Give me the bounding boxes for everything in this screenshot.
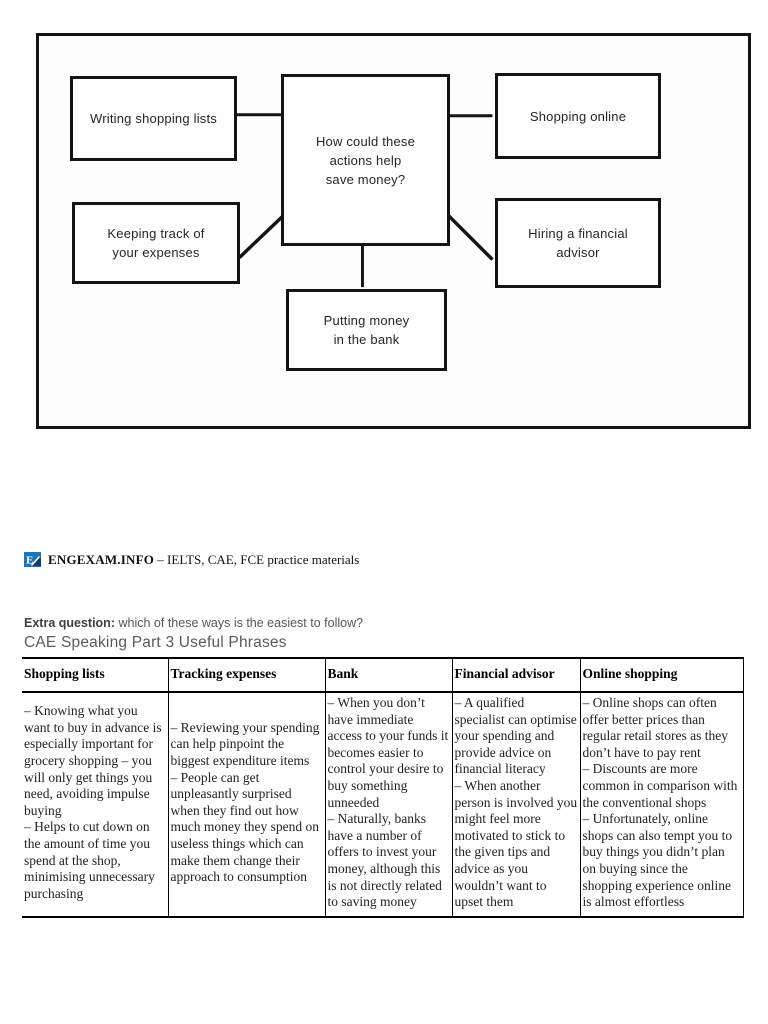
diagram-box-money-in-bank: Putting money in the bank — [286, 289, 447, 371]
extra-question: Extra question: which of these ways is t… — [24, 616, 363, 630]
column-header-online-shopping: Online shopping — [580, 658, 744, 693]
section-heading: CAE Speaking Part 3 Useful Phrases — [24, 634, 287, 651]
column-header-tracking-expenses: Tracking expenses — [168, 658, 326, 693]
cell-shopping-lists: – Knowing what you want to buy in advanc… — [22, 692, 169, 917]
cell-bank: – When you don’t have immediate access t… — [325, 692, 453, 917]
brand-name: ENGEXAM.INFO — [48, 552, 155, 567]
diagram-box-shopping-online: Shopping online — [495, 73, 661, 159]
table-header-row: Shopping lists Tracking expenses Bank Fi… — [22, 658, 744, 693]
column-header-shopping-lists: Shopping lists — [22, 658, 169, 693]
diagram-box-center-question: How could these actions help save money? — [281, 74, 450, 246]
diagram-connector-lines — [236, 113, 494, 288]
brand-tagline: – IELTS, CAE, FCE practice materials — [157, 552, 360, 567]
extra-question-text: which of these ways is the easiest to fo… — [118, 616, 364, 630]
table-body-row: – Knowing what you want to buy in advanc… — [22, 692, 744, 917]
column-header-financial-advisor: Financial advisor — [452, 658, 581, 693]
engexam-logo-icon: E — [24, 552, 41, 567]
brand-line: E ENGEXAM.INFO – IELTS, CAE, FCE practic… — [24, 552, 359, 570]
diagram-box-tracking-expenses: Keeping track of your expenses — [72, 202, 240, 284]
cell-online-shopping: – Online shops can often offer better pr… — [580, 692, 744, 917]
column-header-bank: Bank — [325, 658, 453, 693]
cell-financial-advisor: – A qualified specialist can optimise yo… — [452, 692, 581, 917]
diagram-box-writing-shopping-lists: Writing shopping lists — [70, 76, 237, 161]
useful-phrases-table: Shopping lists Tracking expenses Bank Fi… — [22, 657, 744, 918]
svg-text:E: E — [26, 555, 33, 567]
diagram-box-financial-advisor: Hiring a financial advisor — [495, 198, 661, 288]
extra-question-label: Extra question: — [24, 616, 115, 630]
cell-tracking-expenses: – Reviewing your spending can help pinpo… — [168, 692, 326, 917]
money-saving-diagram: Writing shopping lists How could these a… — [36, 33, 751, 429]
